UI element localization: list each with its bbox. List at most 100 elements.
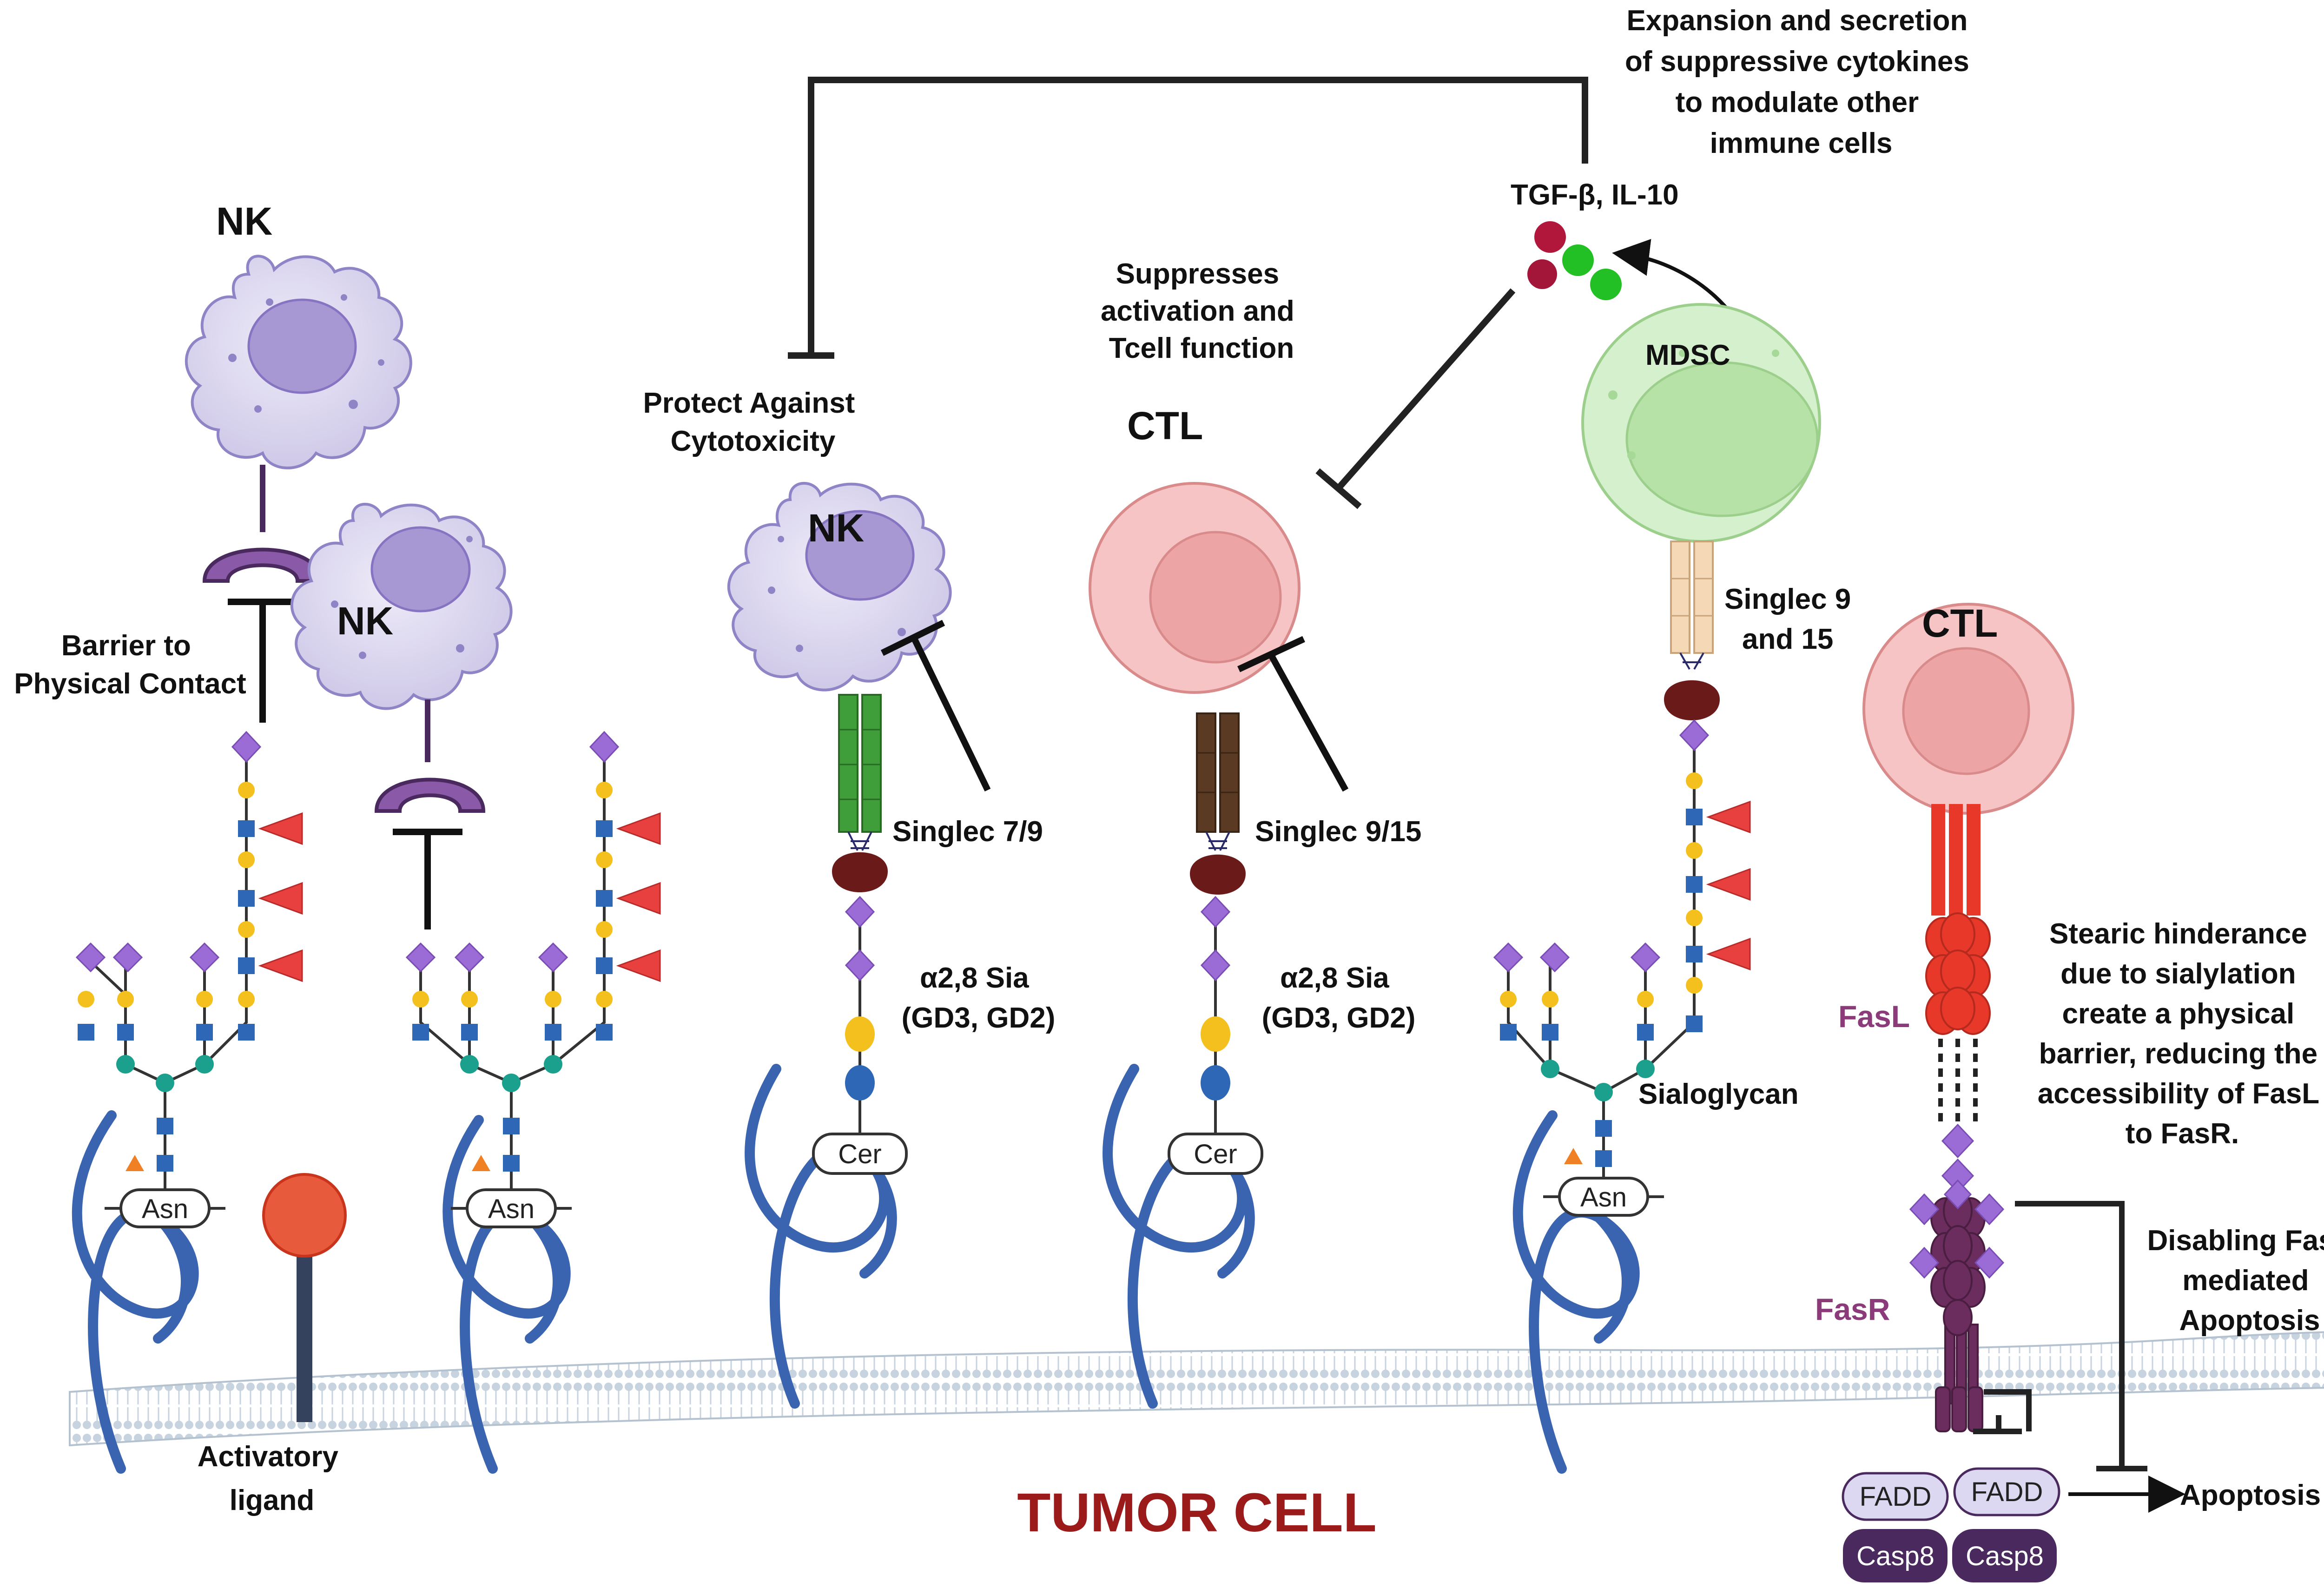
expansion-label: Expansion and secretion of suppressive c… bbox=[1625, 5, 1977, 159]
fasl-label: FasL bbox=[1838, 999, 1910, 1034]
singlec-9-line-1: Singlec 9 bbox=[1724, 583, 1851, 615]
asn-label-2: Asn bbox=[488, 1194, 535, 1224]
activatory-ligand-label: Activatory ligand bbox=[198, 1441, 346, 1516]
n-glycan-1 bbox=[75, 731, 303, 1228]
cer-box-2 bbox=[1168, 1133, 1263, 1175]
inhibition-top-line bbox=[788, 77, 1588, 359]
fadd-label-1: FADD bbox=[1860, 1482, 1932, 1512]
cytokines-label: TGF-β, IL-10 bbox=[1511, 179, 1679, 211]
apoptosis-label: Apoptosis bbox=[2180, 1479, 2321, 1511]
singlec-7-9-receptor bbox=[832, 694, 888, 892]
suppresses-line-3: Tcell function bbox=[1109, 332, 1294, 364]
disabling-label: Disabling Fas- mediated Apoptosis bbox=[2147, 1225, 2324, 1337]
activatory-line-2: ligand bbox=[230, 1484, 315, 1516]
suppresses-line-2: activation and bbox=[1101, 295, 1294, 327]
fadd-box-2 bbox=[1953, 1467, 2060, 1516]
sialoglycan-label: Sialoglycan bbox=[1638, 1078, 1799, 1110]
fadd-casp8-complex bbox=[1842, 1467, 2060, 1582]
steric-label: Stearic hinderance due to sialylation cr… bbox=[2038, 918, 2324, 1150]
nk-cell-top bbox=[185, 255, 412, 469]
expansion-line-4: immune cells bbox=[1710, 127, 1893, 159]
expansion-line-1: Expansion and secretion bbox=[1626, 5, 1967, 37]
nk-label-middle: NK bbox=[808, 506, 864, 550]
mdsc-to-ctl-inhibition bbox=[1315, 288, 1516, 509]
singlec-9-15-receptor bbox=[1190, 712, 1246, 895]
ctl-label-middle: CTL bbox=[1127, 404, 1203, 448]
fadd-box-1 bbox=[1842, 1472, 1949, 1521]
protect-label: Protect Against Cytotoxicity bbox=[643, 387, 863, 457]
activatory-line-1: Activatory bbox=[198, 1441, 339, 1473]
ctl-singlec-inhibition bbox=[1237, 636, 1349, 792]
barrier-inhibition-2 bbox=[393, 829, 462, 929]
nk-receptor-second bbox=[374, 699, 486, 813]
nk-label-top: NK bbox=[216, 199, 272, 243]
nk-singlec-inhibition bbox=[880, 620, 991, 792]
steric-line-3: create a physical bbox=[2062, 998, 2295, 1030]
ctl-cell-right bbox=[1862, 603, 2074, 815]
singlec-9-and-15-label: Singlec 9 and 15 bbox=[1724, 583, 1859, 655]
steric-line-2: due to sialylation bbox=[2060, 958, 2296, 990]
fasr-receptor bbox=[1909, 1123, 2005, 1432]
sia-label-b: α2,8 Sia (GD3, GD2) bbox=[1262, 962, 1416, 1034]
sia-label-a: α2,8 Sia (GD3, GD2) bbox=[902, 962, 1056, 1034]
asn-label-1: Asn bbox=[142, 1194, 188, 1224]
cytokine-cluster bbox=[1527, 221, 1622, 300]
sia-b-line-2: (GD3, GD2) bbox=[1262, 1002, 1416, 1034]
singlec-9-15-label: Singlec 9/15 bbox=[1255, 816, 1421, 848]
sia-b-line-1: α2,8 Sia bbox=[1280, 962, 1389, 994]
protect-line-1: Protect Against bbox=[643, 387, 855, 419]
nk-label-second: NK bbox=[337, 599, 393, 643]
steric-line-4: barrier, reducing the bbox=[2039, 1038, 2318, 1070]
nk-cell-middle bbox=[727, 482, 952, 692]
activatory-ligand bbox=[262, 1173, 347, 1422]
steric-line-1: Stearic hinderance bbox=[2049, 918, 2307, 950]
singlec-7-9-label: Singlec 7/9 bbox=[892, 816, 1043, 848]
asn-box-1 bbox=[119, 1188, 211, 1228]
fasr-label: FasR bbox=[1815, 1292, 1890, 1326]
suppresses-line-1: Suppresses bbox=[1116, 258, 1280, 290]
sia-a-line-1: α2,8 Sia bbox=[920, 962, 1029, 994]
casp8-box-2 bbox=[1952, 1529, 2057, 1582]
singlec-9-15-mdsc-receptor bbox=[1664, 540, 1720, 720]
asn-label-3: Asn bbox=[1580, 1182, 1627, 1213]
ganglioside-a bbox=[812, 896, 908, 1175]
barrier-label: Barrier to Physical Contact bbox=[14, 630, 246, 700]
tumor-cell-label: TUMOR CELL bbox=[1017, 1482, 1376, 1543]
suppresses-label: Suppresses activation and Tcell function bbox=[1101, 258, 1302, 364]
disabling-line-1: Disabling Fas- bbox=[2147, 1225, 2324, 1257]
ctl-label-right: CTL bbox=[1922, 601, 1998, 645]
cer-label-2: Cer bbox=[1194, 1139, 1237, 1169]
cer-box-1 bbox=[812, 1133, 908, 1175]
casp8-label-1: Casp8 bbox=[1856, 1541, 1934, 1571]
casp8-label-2: Casp8 bbox=[1966, 1541, 2044, 1571]
ctl-cell-middle bbox=[1089, 482, 1301, 694]
mdsc-label: MDSC bbox=[1645, 339, 1730, 371]
steric-line-6: to FasR. bbox=[2126, 1118, 2239, 1150]
disabling-line-2: mediated bbox=[2182, 1265, 2309, 1297]
expansion-line-3: to modulate other bbox=[1676, 86, 1919, 119]
ganglioside-b bbox=[1168, 896, 1263, 1175]
cer-label-1: Cer bbox=[838, 1139, 881, 1169]
nk-receptor-top bbox=[202, 465, 323, 583]
n-glycan-2 bbox=[405, 731, 661, 1228]
disabling-line-3: Apoptosis bbox=[2179, 1305, 2320, 1337]
n-glycan-3 bbox=[1493, 719, 1751, 1217]
disabling-inhibition-lines bbox=[1973, 1201, 2147, 1471]
singlec-9-line-2: and 15 bbox=[1742, 623, 1833, 655]
fadd-label-2: FADD bbox=[1971, 1477, 2043, 1507]
glycoprotein-backbones bbox=[72, 1064, 1640, 1474]
asn-box-2 bbox=[466, 1188, 557, 1228]
barrier-inhibition-1 bbox=[228, 599, 297, 723]
tumor-cell-membrane bbox=[69, 1331, 2324, 1447]
protect-line-2: Cytotoxicity bbox=[671, 425, 836, 457]
barrier-line-2: Physical Contact bbox=[14, 668, 246, 700]
steric-line-5: accessibility of FasL bbox=[2038, 1078, 2319, 1110]
barrier-line-1: Barrier to bbox=[61, 630, 191, 662]
asn-box-3 bbox=[1558, 1177, 1649, 1217]
casp8-box-1 bbox=[1843, 1529, 1948, 1582]
fasl-fasr-blocked-link bbox=[1938, 1039, 1978, 1125]
expansion-line-2: of suppressive cytokines bbox=[1625, 46, 1969, 78]
mdsc-cell bbox=[1581, 303, 1821, 543]
